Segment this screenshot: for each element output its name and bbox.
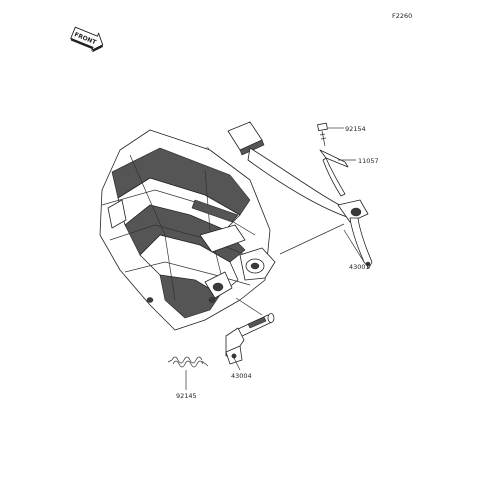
leader-shaft-frame (235, 297, 263, 316)
front-direction-arrow: FRONT (70, 26, 104, 53)
leader-43001 (343, 229, 365, 263)
leader-43004 (233, 357, 241, 371)
figure-code: F2260 (392, 12, 412, 20)
frame-assembly (99, 129, 276, 331)
brake-pedal (227, 121, 373, 269)
pivot-shaft-43004 (225, 313, 275, 365)
part-label-92145: 92145 (176, 392, 197, 400)
part-label-92154: 92154 (345, 125, 366, 133)
part-label-11057: 11057 (358, 157, 379, 165)
part-label-43001: 43001 (349, 263, 370, 271)
bracket-11057 (319, 149, 349, 197)
leader-43001-frame (279, 223, 345, 255)
part-label-43004: 43004 (231, 372, 252, 380)
return-spring-92145 (167, 356, 209, 368)
bolt-92154 (317, 122, 328, 147)
